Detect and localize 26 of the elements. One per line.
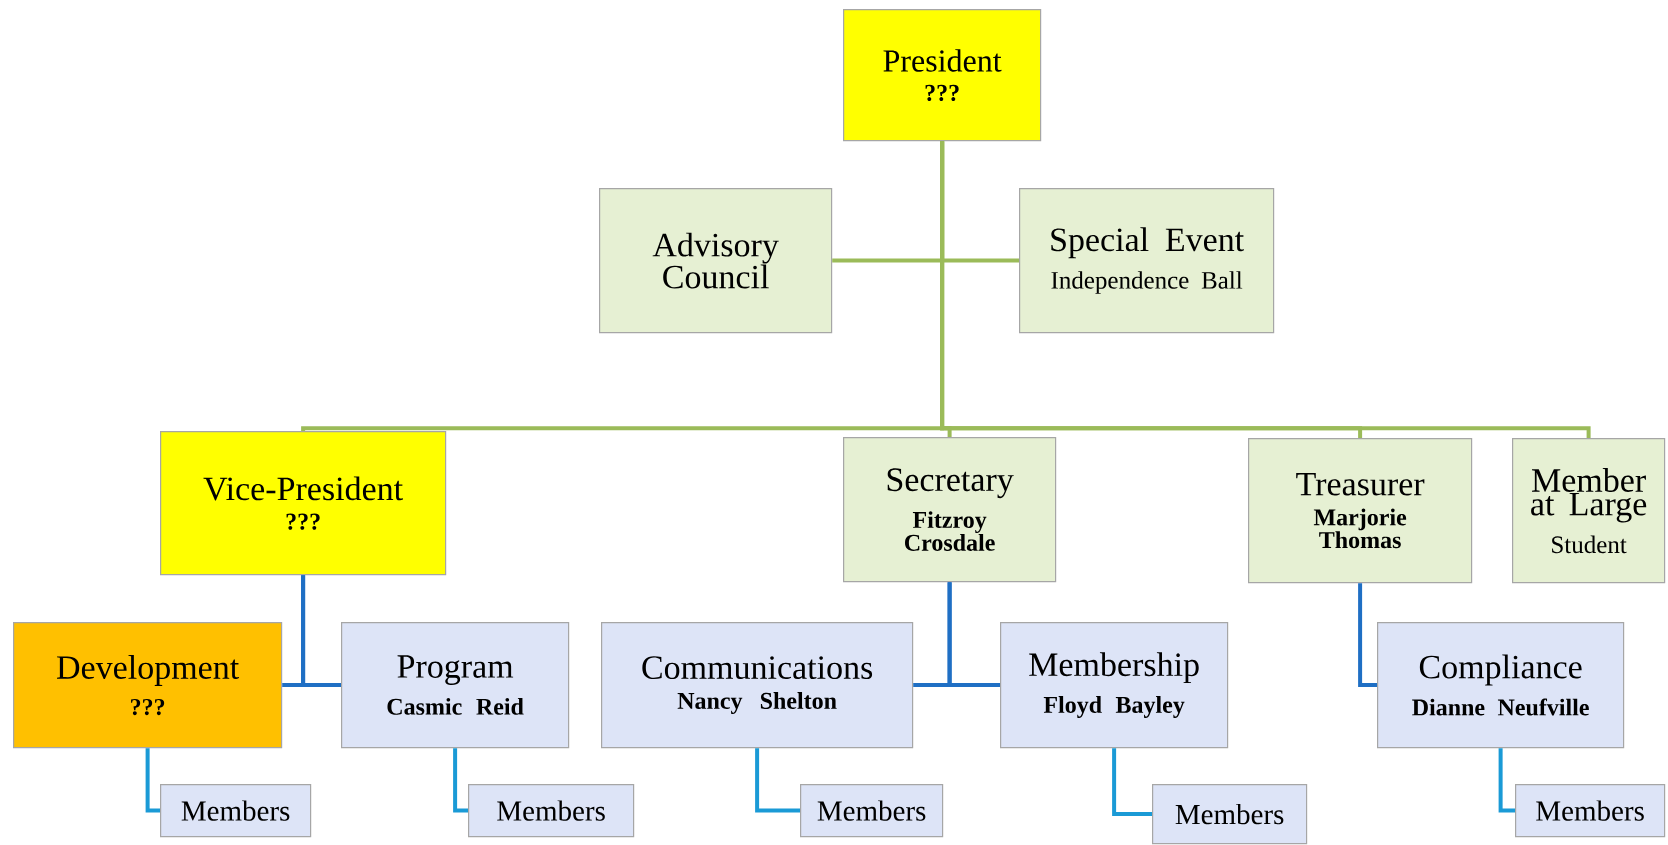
committee-box: Communications Nancy Shelton (601, 622, 914, 749)
connector-line (453, 748, 468, 813)
officer-box: Secretary Fitzroy Crosdale (843, 437, 1057, 583)
connector-line (301, 575, 341, 688)
committee-box: Membership Floyd Bayley (1000, 622, 1229, 749)
committee-box: Development ??? (13, 622, 283, 749)
connector-line (755, 748, 800, 813)
officer-box: Treasurer Marjorie Thomas (1248, 438, 1473, 584)
committee-box: Program Casmic Reid (341, 622, 570, 749)
unit-box: Advisory Council (599, 188, 833, 334)
connector-line (947, 582, 1000, 688)
connector-line (940, 141, 1591, 439)
title-box: Vice-President ??? (160, 431, 447, 576)
connector-line (145, 748, 160, 813)
members-box: Members (160, 784, 312, 838)
members-box: Members (468, 784, 635, 838)
members-box: Members (800, 784, 944, 838)
members-box: Members (1152, 784, 1308, 845)
members-box: Members (1515, 784, 1666, 838)
unit-box: Special Event Independence Ball (1019, 188, 1275, 334)
connector-line (1112, 748, 1152, 817)
title-box: President ??? (843, 9, 1042, 142)
connector-line (1498, 748, 1515, 813)
connector-line (1358, 583, 1377, 688)
officer-box: Member at Large Student (1512, 438, 1666, 584)
committee-box: Compliance Dianne Neufville (1377, 622, 1625, 749)
